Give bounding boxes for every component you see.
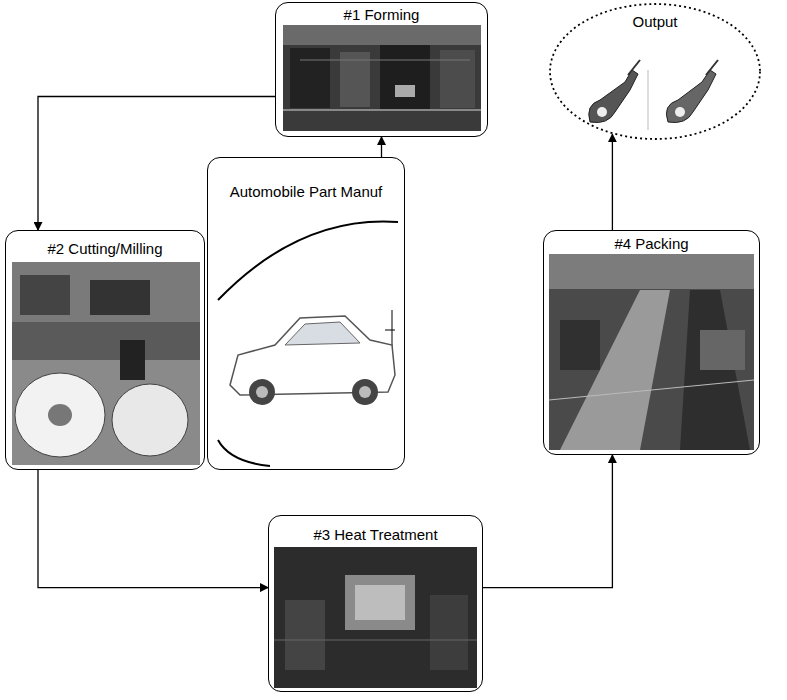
- forming-photo: [283, 25, 481, 131]
- ellipse-outline: [550, 4, 760, 139]
- packing-photo: [549, 254, 754, 450]
- heat-treatment-photo: [274, 547, 477, 688]
- flow-arrow: [612, 134, 613, 230]
- output-parts: [589, 60, 718, 130]
- flow-arrow: [381, 137, 382, 157]
- center-box: Automobile Part Manuf: [207, 157, 405, 470]
- node-title: #3 Heat Treatment: [269, 526, 482, 544]
- node-title: #4 Packing: [544, 235, 759, 253]
- node-title: Automobile Part Manuf: [208, 183, 404, 201]
- process-box: #4 Packing: [543, 230, 760, 455]
- node-title: #1 Forming: [276, 6, 487, 24]
- flow-arrow: [38, 97, 275, 231]
- process-box: #3 Heat Treatment: [268, 515, 483, 692]
- process-box: #2 Cutting/Milling: [5, 230, 205, 470]
- output-ellipse: Output: [549, 3, 761, 140]
- cutting-photo: [12, 262, 200, 465]
- process-box: #1 Forming: [275, 2, 488, 137]
- car-illustration: [218, 221, 398, 466]
- node-title: #2 Cutting/Milling: [6, 240, 204, 258]
- node-title: Output: [549, 13, 761, 31]
- flow-arrow: [38, 470, 268, 588]
- flow-arrow: [483, 455, 612, 588]
